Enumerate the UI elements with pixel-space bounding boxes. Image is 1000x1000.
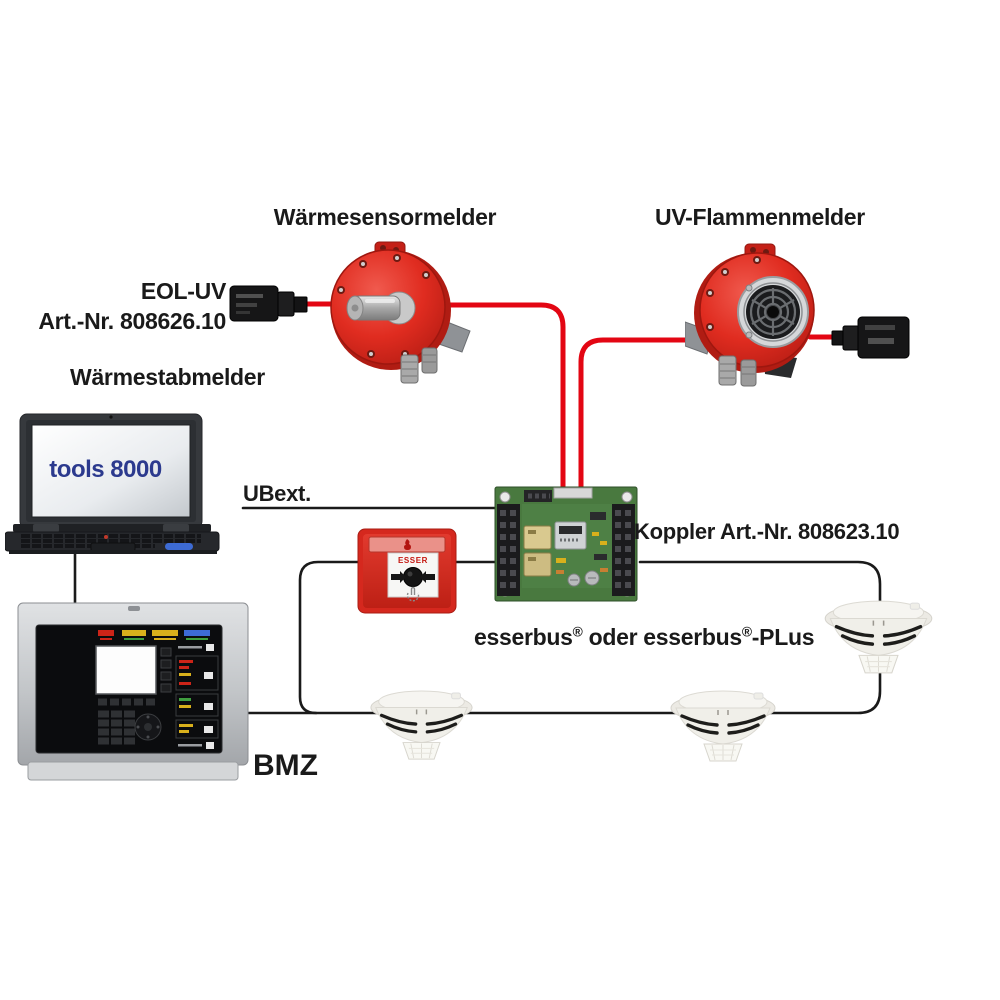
arrow-right-icon [391, 571, 406, 583]
eol-terminator-right [831, 316, 910, 359]
laptop-screen [31, 424, 191, 518]
cable-glands [718, 355, 757, 387]
main-chip [554, 521, 587, 550]
nav-pad [134, 713, 162, 741]
koppler-circuit-board [494, 486, 638, 602]
led-indicator-column [175, 644, 219, 749]
label-eol-terminator: EOL-UV Art.-Nr. 808626.10 [30, 276, 226, 336]
label-esserbus: esserbus® oder esserbus®-PLus [474, 624, 814, 651]
laptop-screen-title: tools 8000 [49, 456, 162, 483]
label-heat-sensor-detector: Wärmesensormelder [273, 204, 497, 230]
sensor-stub [346, 291, 416, 325]
registered-mark: ® [572, 624, 583, 640]
eol-terminator-left [229, 285, 308, 322]
heat-sensor-detector-device [330, 241, 471, 384]
smoke-detector-1 [370, 690, 473, 760]
press-hand-icon [406, 586, 420, 602]
smoke-vents [680, 714, 766, 735]
lcd-display [95, 645, 157, 695]
label-eol-name: EOL-UV [140, 278, 226, 304]
rim-screws [706, 256, 761, 331]
wire-heat-to-board [432, 302, 566, 495]
smoke-detector-3 [824, 600, 933, 674]
laptop-device [5, 413, 220, 554]
rim-screws [337, 254, 430, 358]
alarm-button [403, 567, 423, 587]
trackpoint [104, 535, 108, 539]
touchpad [90, 542, 136, 552]
cable-glands [400, 347, 438, 384]
smoke-detector-2 [670, 690, 776, 762]
relay [523, 552, 552, 577]
status-indicator-strips [98, 630, 210, 640]
relay [523, 525, 552, 550]
label-eol-art-nr: Art.-Nr. 808626.10 [38, 308, 226, 334]
esserbus-word-2: oder esserbus [582, 624, 743, 650]
blue-button [165, 543, 193, 550]
bmz-control-panel [17, 602, 249, 781]
keypad [98, 710, 136, 745]
manual-call-point [357, 528, 457, 614]
label-uv-flame-detector: UV-Flammenmelder [655, 204, 865, 230]
uv-grille [737, 276, 809, 348]
terminal-blocks [497, 490, 635, 596]
flame-icon [404, 539, 411, 550]
esserbus-word: esserbus [474, 624, 573, 650]
wire-callpoint-branch [298, 560, 364, 715]
arrow-left-icon [420, 571, 435, 583]
label-ubext: UBext. [243, 481, 311, 506]
uv-flame-detector-device [685, 243, 815, 387]
esserbus-plus-suffix: -PLus [751, 624, 815, 650]
label-heat-stick-detector: Wärmestabmelder [70, 364, 265, 390]
smoke-vents [834, 624, 923, 646]
label-koppler-art-nr: Koppler Art.-Nr. 808623.10 [634, 519, 900, 544]
lcd-side-buttons [160, 647, 172, 693]
registered-mark: ® [741, 624, 752, 640]
wire-connector [553, 487, 593, 499]
base-foot [27, 761, 239, 781]
callpoint-brand-text: ESSER [397, 556, 429, 565]
label-bmz: BMZ [253, 749, 318, 782]
wire-uv-to-board [578, 337, 703, 495]
smoke-vents [379, 713, 464, 734]
